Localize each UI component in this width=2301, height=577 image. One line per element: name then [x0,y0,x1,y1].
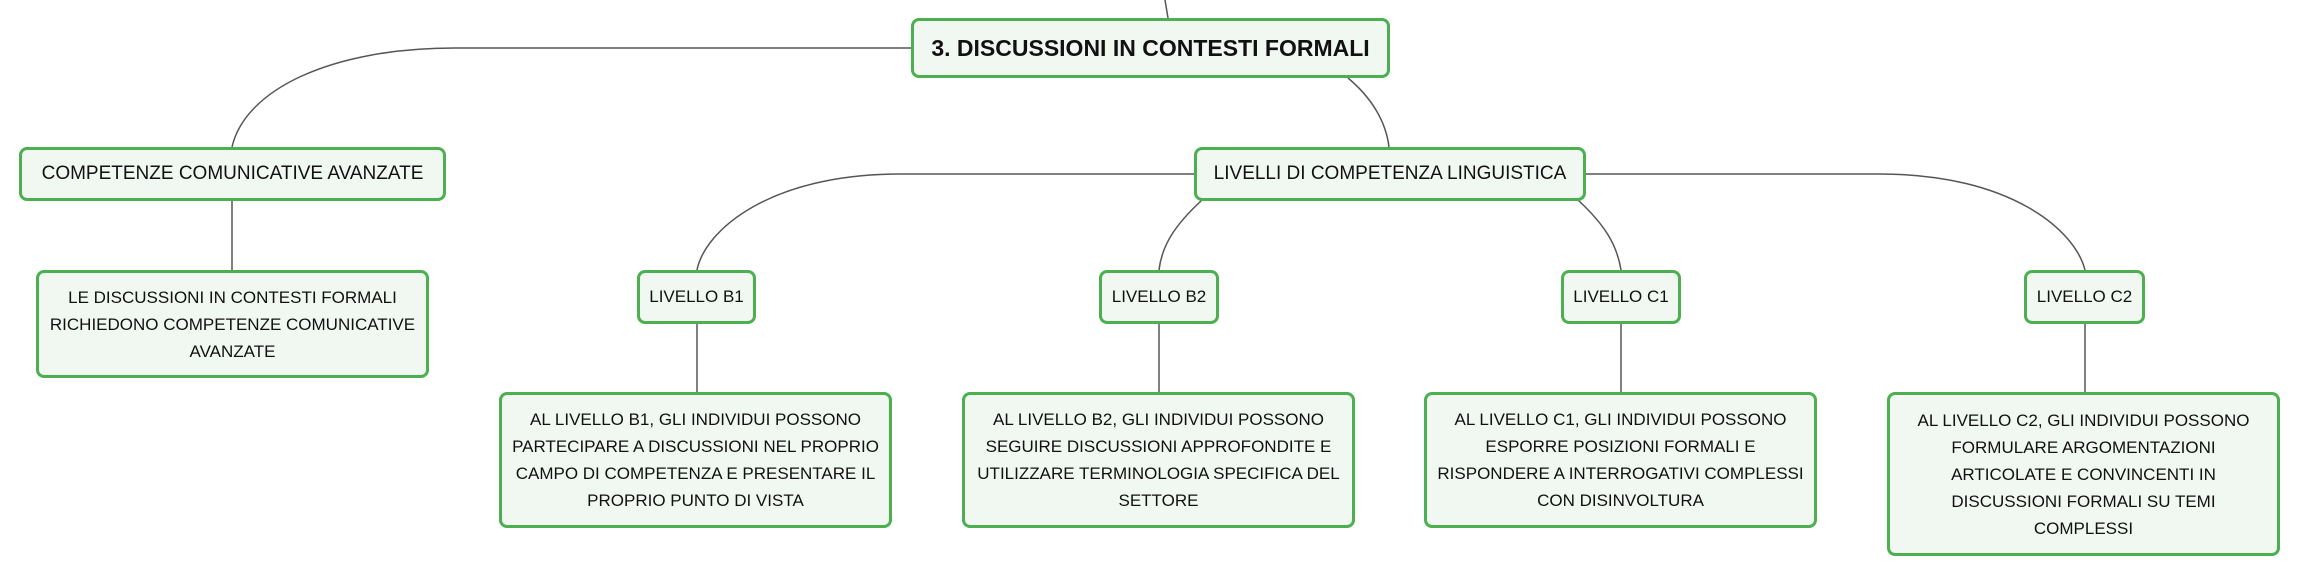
desc-livello-b1[interactable]: AL LIVELLO B1, GLI INDIVIDUI POSSONO PAR… [499,392,892,528]
desc-livello-c2[interactable]: AL LIVELLO C2, GLI INDIVIDUI POSSONO FOR… [1887,392,2280,556]
connector-livelli-b1 [696,173,1196,271]
root-topic[interactable]: 3. DISCUSSIONI IN CONTESTI FORMALI [911,18,1390,78]
desc-livello-b2[interactable]: AL LIVELLO B2, GLI INDIVIDUI POSSONO SEG… [962,392,1355,528]
connector-parent-root [1164,0,1169,19]
connector-livelli-c2 [1586,173,2086,271]
connector-root-livelli [1347,77,1390,148]
topic-competenze-comunicative[interactable]: COMPETENZE COMUNICATIVE AVANZATE [19,147,446,201]
subtopic-competenze-desc[interactable]: LE DISCUSSIONI IN CONTESTI FORMALI RICHI… [36,270,429,378]
subtopic-livello-b2[interactable]: LIVELLO B2 [1099,270,1219,324]
connector-livelli-b2 [1158,199,1203,271]
connector-root-competenze [231,47,911,148]
connector-livelli-c1 [1577,199,1622,271]
subtopic-livello-c2[interactable]: LIVELLO C2 [2024,270,2145,324]
desc-livello-c1[interactable]: AL LIVELLO C1, GLI INDIVIDUI POSSONO ESP… [1424,392,1817,528]
topic-livelli-competenza[interactable]: LIVELLI DI COMPETENZA LINGUISTICA [1194,147,1586,201]
subtopic-livello-b1[interactable]: LIVELLO B1 [637,270,756,324]
subtopic-livello-c1[interactable]: LIVELLO C1 [1561,270,1681,324]
